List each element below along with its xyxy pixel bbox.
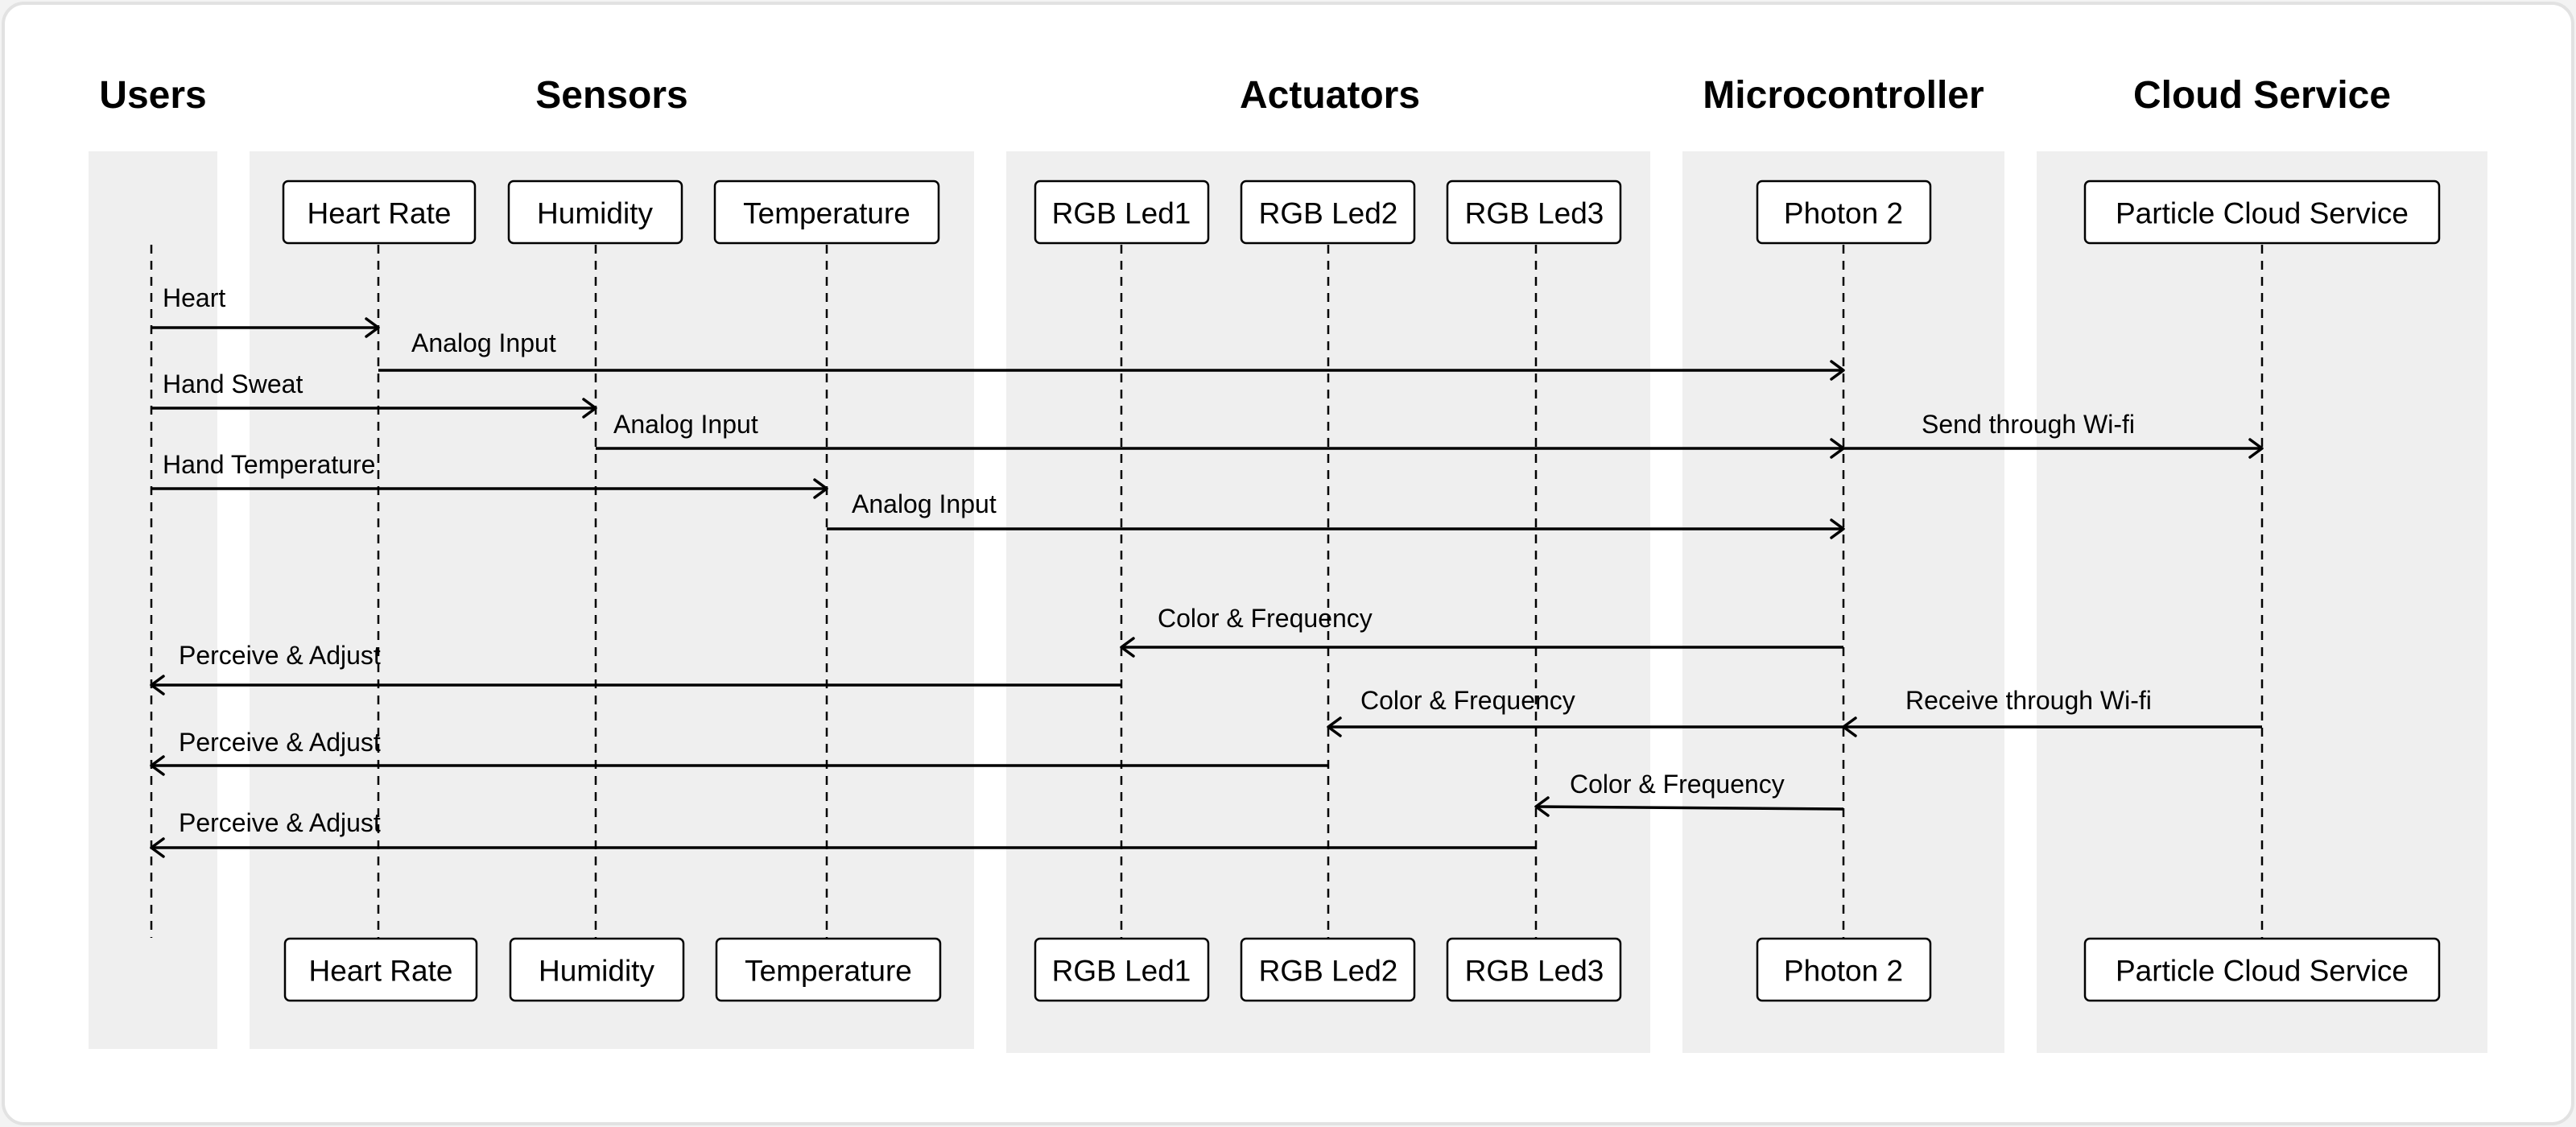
- message-receive-through-wifi: Receive through Wi-fi: [1842, 686, 2262, 737]
- message-label: Heart: [163, 283, 225, 312]
- group-title-sensors: Sensors: [535, 74, 687, 117]
- message-hand-temperature: Hand Temperature: [151, 450, 828, 499]
- arrowhead-icon: [813, 478, 828, 499]
- participant-particle-cloud-top: Particle Cloud Service: [2083, 180, 2441, 245]
- participant-label: Humidity: [539, 955, 654, 988]
- message-color-frequency-led2: Color & Frequency: [1327, 686, 1843, 737]
- participant-temperature-bottom: Temperature: [715, 937, 942, 1002]
- group-title-users: Users: [99, 74, 206, 117]
- message-label: Perceive & Adjust: [179, 641, 381, 670]
- arrowhead-icon: [1327, 716, 1342, 737]
- participant-label: Particle Cloud Service: [2116, 955, 2409, 988]
- participant-label: Temperature: [745, 955, 912, 988]
- message-hand-sweat: Hand Sweat: [151, 369, 597, 419]
- participant-photon2-bottom: Photon 2: [1756, 937, 1932, 1002]
- message-perceive-adjust-led1: Perceive & Adjust: [150, 641, 1121, 696]
- participant-rgb-led3-bottom: RGB Led3: [1446, 937, 1622, 1002]
- participant-label: RGB Led2: [1259, 955, 1398, 988]
- participant-rgb-led2-bottom: RGB Led2: [1240, 937, 1416, 1002]
- arrowhead-icon: [1830, 360, 1845, 381]
- message-heart: Heart: [151, 283, 380, 338]
- arrowhead-icon: [1534, 796, 1550, 817]
- participant-rgb-led2-top: RGB Led2: [1240, 180, 1416, 245]
- arrowhead-icon: [2248, 438, 2264, 459]
- arrowhead-icon: [1830, 518, 1845, 539]
- arrowhead-icon: [150, 675, 165, 696]
- lane-users: [89, 151, 217, 1049]
- participant-label: RGB Led1: [1052, 955, 1191, 988]
- participant-label: Heart Rate: [309, 955, 453, 988]
- arrowhead-icon: [1842, 716, 1857, 737]
- arrowhead-icon: [1120, 637, 1135, 658]
- participant-label: Temperature: [743, 197, 910, 230]
- message-color-frequency-led3: Color & Frequency: [1534, 770, 1844, 817]
- arrowhead-icon: [150, 837, 165, 858]
- message-perceive-adjust-led2: Perceive & Adjust: [150, 728, 1328, 776]
- message-label: Hand Sweat: [163, 369, 303, 398]
- message-label: Analog Input: [411, 328, 556, 357]
- participant-label: Photon 2: [1784, 955, 1903, 988]
- participant-heart-rate-bottom: Heart Rate: [283, 937, 478, 1002]
- participant-rgb-led1-bottom: RGB Led1: [1034, 937, 1210, 1002]
- message-heart-rate-analog-input: Analog Input: [378, 328, 1845, 381]
- participant-label: Heart Rate: [308, 197, 452, 230]
- message-label: Receive through Wi-fi: [1905, 686, 2152, 715]
- group-title-actuators: Actuators: [1240, 74, 1420, 117]
- message-label: Color & Frequency: [1360, 686, 1575, 715]
- participant-label: Humidity: [537, 197, 653, 230]
- participant-label: RGB Led3: [1465, 197, 1604, 230]
- participant-label: Photon 2: [1784, 197, 1903, 230]
- message-label: Analog Input: [852, 489, 997, 518]
- participant-humidity-top: Humidity: [507, 180, 683, 245]
- message-humidity-analog-input: Analog Input: [596, 410, 1845, 459]
- participant-heart-rate-top: Heart Rate: [282, 180, 477, 245]
- arrowhead-icon: [365, 317, 380, 338]
- participant-label: RGB Led3: [1465, 955, 1604, 988]
- arrowhead-icon: [582, 398, 597, 419]
- message-label: Color & Frequency: [1570, 770, 1785, 799]
- arrowhead-icon: [150, 755, 165, 776]
- participant-rgb-led3-top: RGB Led3: [1446, 180, 1622, 245]
- group-title-microcontroller: Microcontroller: [1703, 74, 1984, 117]
- message-label: Perceive & Adjust: [179, 808, 381, 837]
- participant-photon2-top: Photon 2: [1756, 180, 1932, 245]
- participant-label: RGB Led2: [1259, 197, 1398, 230]
- message-label: Send through Wi-fi: [1922, 410, 2135, 439]
- message-label: Analog Input: [613, 410, 758, 439]
- message-label: Perceive & Adjust: [179, 728, 381, 757]
- participant-particle-cloud-bottom: Particle Cloud Service: [2083, 937, 2441, 1002]
- group-title-cloud: Cloud Service: [2133, 74, 2391, 117]
- participant-humidity-bottom: Humidity: [509, 937, 685, 1002]
- message-color-frequency-led1: Color & Frequency: [1120, 604, 1843, 658]
- participant-temperature-top: Temperature: [713, 180, 940, 245]
- participant-label: RGB Led1: [1052, 197, 1191, 230]
- message-label: Hand Temperature: [163, 450, 375, 479]
- message-perceive-adjust-led3: Perceive & Adjust: [150, 808, 1536, 858]
- message-label: Color & Frequency: [1158, 604, 1373, 633]
- participant-label: Particle Cloud Service: [2116, 197, 2409, 230]
- message-temperature-analog-input: Analog Input: [827, 489, 1845, 539]
- lane-sensors: [250, 151, 974, 1049]
- message-send-through-wifi: Send through Wi-fi: [1843, 410, 2264, 459]
- participant-rgb-led1-top: RGB Led1: [1034, 180, 1210, 245]
